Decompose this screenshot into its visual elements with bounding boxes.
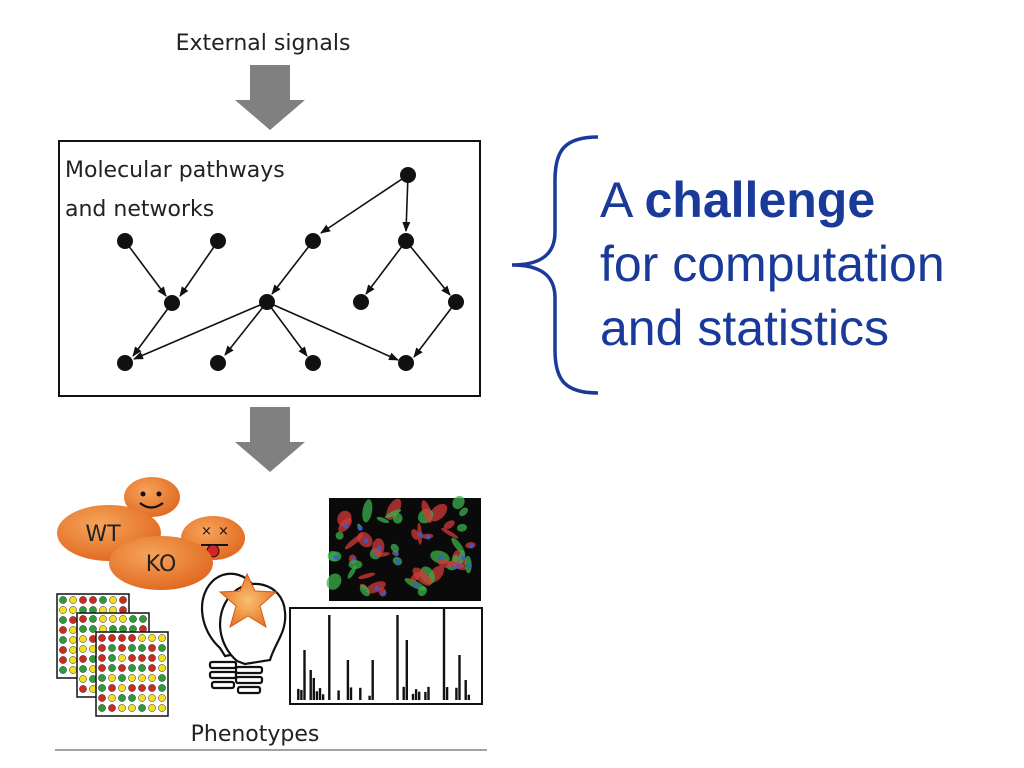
challenge-line2: for computation [600,236,945,292]
network-node [117,355,133,371]
network-node [210,355,226,371]
external-signals-label: External signals [176,31,351,56]
dead-eye: × [201,524,212,539]
network-node [259,294,275,310]
network-node [305,355,321,371]
network-node [448,294,464,310]
box-label-line1: Molecular pathways [65,158,285,183]
wt-label: WT [85,522,121,547]
network-node [400,167,416,183]
challenge-line3: and statistics [600,300,890,356]
curly-brace [511,135,599,395]
smiley-cell [124,477,180,517]
challenge-word-bold: challenge [644,172,876,228]
network-box [58,140,481,397]
dead-eye: × [218,524,229,539]
star-icon [218,572,278,629]
cell-illustration: WT × × KO [57,477,245,590]
signal-trace-box [289,607,483,705]
network-nodes [117,167,464,371]
challenge-line1: A challenge [600,168,945,232]
microarray-grids [56,593,169,717]
network-node [398,233,414,249]
microarray-grid [95,631,169,717]
ko-label: KO [146,552,177,577]
smiley-eye [140,491,146,497]
smiley-mouth [139,502,164,509]
signal-trace-bars [297,608,470,700]
microscopy-image [326,495,481,601]
network-node [210,233,226,249]
phenotypes-label: Phenotypes [191,722,320,747]
smiley-eye [156,491,162,497]
network-node [353,294,369,310]
network-node [164,295,180,311]
network-edges [124,174,457,361]
box-label-line2: and networks [65,197,214,222]
down-arrow-top [235,65,305,130]
down-arrow-bottom [235,407,305,472]
network-node [117,233,133,249]
challenge-text: A challenge for computation and statisti… [600,168,945,360]
ko-cell [109,536,213,590]
network-node [398,355,414,371]
challenge-word-a: A [600,172,631,228]
network-node [305,233,321,249]
